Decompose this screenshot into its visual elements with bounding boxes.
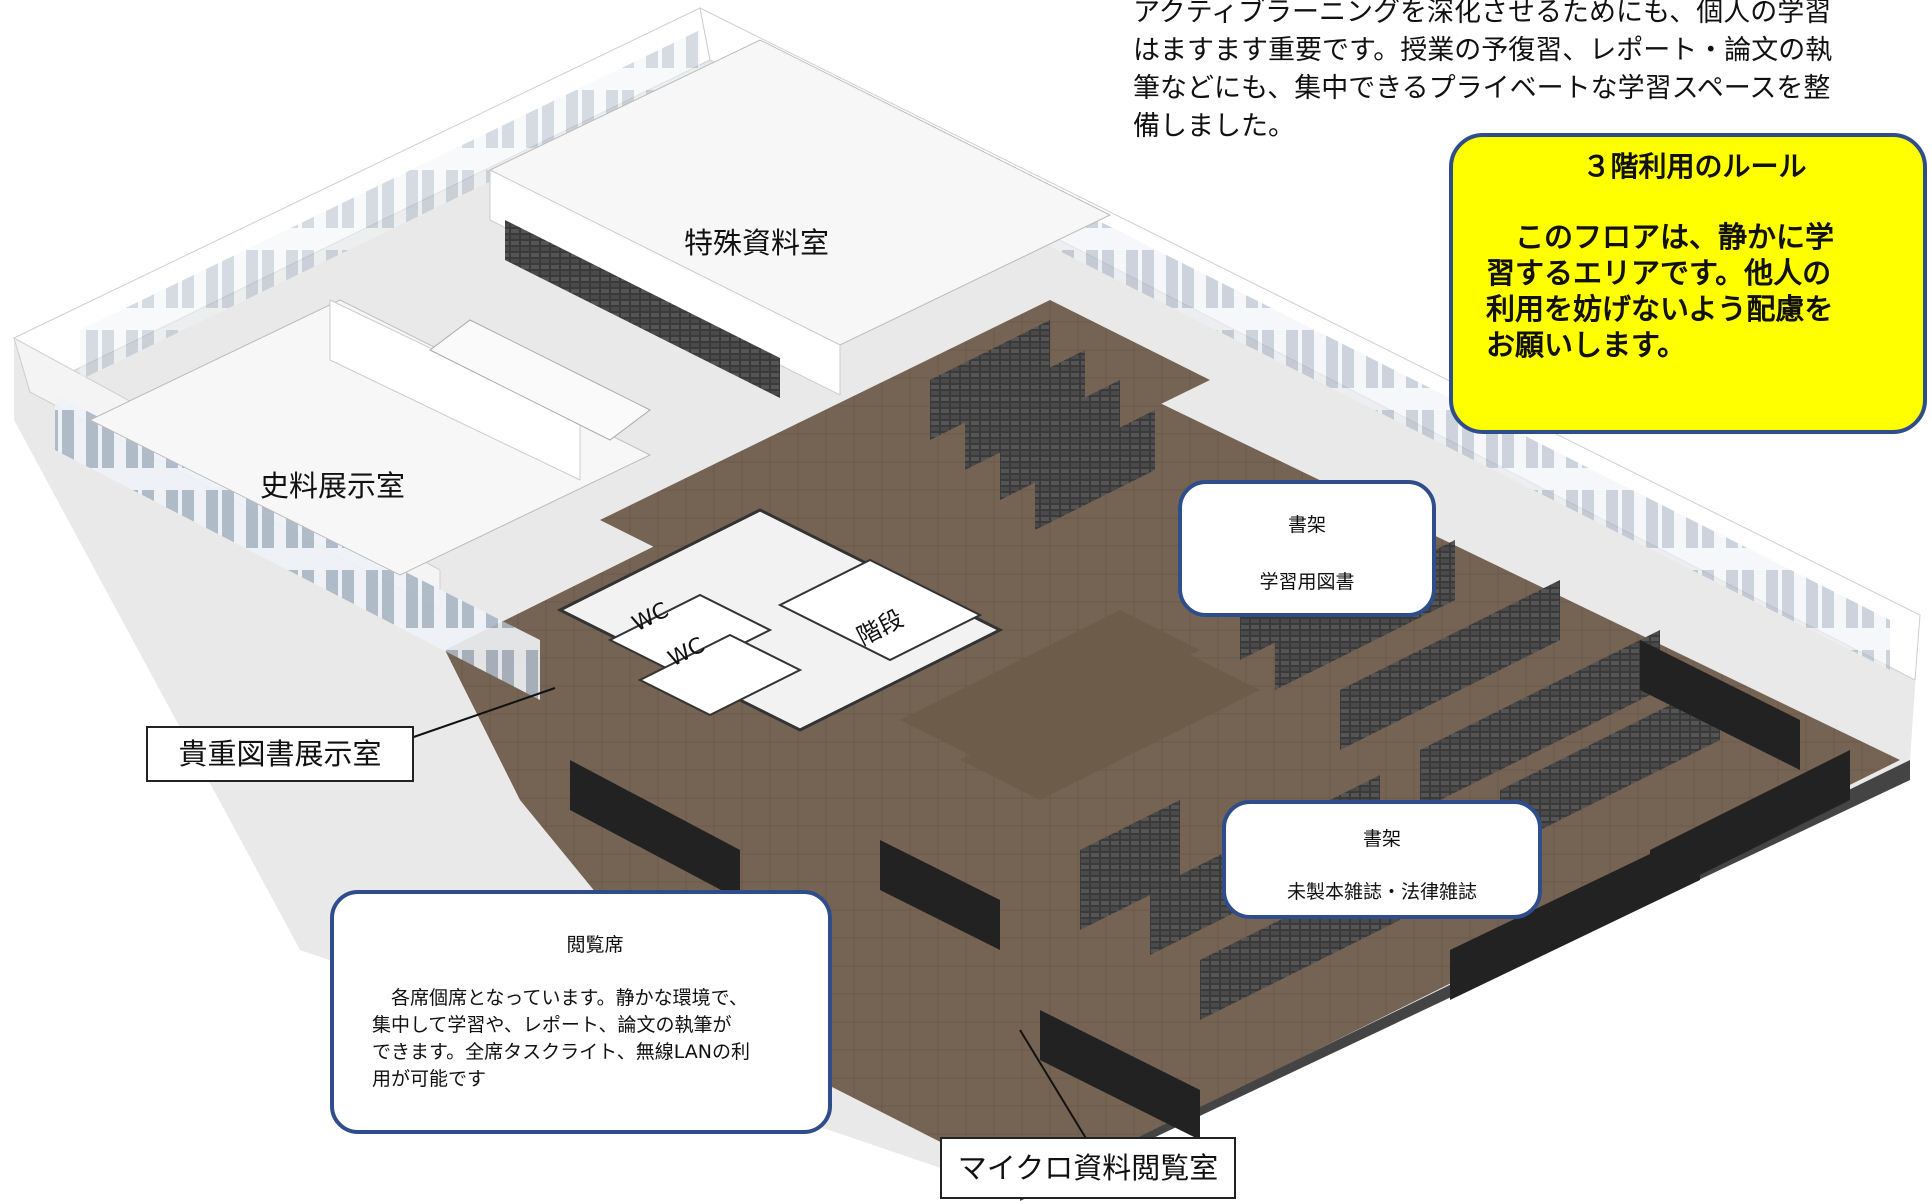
callout-body-line: 各席個席となっています。静かな環境で、 bbox=[372, 987, 748, 1009]
callout-body-line: 集中して学習や、レポート、論文の執筆が bbox=[372, 1014, 732, 1036]
micro-materials-label: マイクロ資料閲覧室 bbox=[940, 1137, 1236, 1199]
intro-line: はますます重要です。授業の予復習、レポート・論文の執 bbox=[1133, 35, 1833, 66]
callout-body-line: 用が可能です bbox=[372, 1068, 487, 1090]
room-label-history-exhibit: 史料展示室 bbox=[260, 469, 406, 503]
callout-title: 閲覧席 bbox=[566, 934, 624, 956]
callout-title: 書架 bbox=[1287, 514, 1326, 536]
callout-subtitle: 未製本雑誌・法律雑誌 bbox=[1286, 881, 1477, 903]
shelf-callout-journals: 書架 未製本雑誌・法律雑誌 bbox=[1222, 800, 1542, 919]
rules-line: 習するエリアです。他人の bbox=[1486, 256, 1832, 290]
rules-line: 利用を妨げないよう配慮を bbox=[1486, 292, 1834, 326]
study-carrels bbox=[570, 610, 1850, 1140]
callout-body: 各席個席となっています。静かな環境で、 集中して学習や、レポート、論文の執筆が … bbox=[372, 985, 818, 1093]
callout-subtitle: 学習用図書 bbox=[1259, 571, 1355, 593]
special-materials-room bbox=[488, 39, 1112, 398]
shelf-callout-study-books: 書架 学習用図書 bbox=[1178, 480, 1436, 617]
intro-text: アクティブラーニングを深化させるためにも、個人の学習 はますます重要です。授業の… bbox=[1133, 0, 1893, 146]
reading-seats-callout: 閲覧席 各席個席となっています。静かな環境で、 集中して学習や、レポート、論文の… bbox=[330, 890, 832, 1134]
callout-title: 書架 bbox=[1362, 828, 1401, 850]
intro-line: 備しました。 bbox=[1133, 111, 1295, 142]
room-label-special-materials: 特殊資料室 bbox=[684, 226, 830, 260]
rules-line: お願いします。 bbox=[1486, 328, 1687, 362]
rare-books-label: 貴重図書展示室 bbox=[146, 726, 414, 782]
rules-title: ３階利用のルール bbox=[1582, 150, 1807, 183]
intro-line: アクティブラーニングを深化させるためにも、個人の学習 bbox=[1133, 0, 1832, 28]
rules-body: このフロアは、静かに学 習するエリアです。他人の 利用を妨げないよう配慮を お願… bbox=[1486, 219, 1903, 363]
core-wc-stairs bbox=[556, 508, 1004, 732]
intro-line: 筆などにも、集中できるプライベートな学習スペースを整 bbox=[1133, 73, 1831, 104]
pointer-lines bbox=[404, 687, 1088, 1141]
rules-line: このフロアは、静かに学 bbox=[1486, 220, 1835, 254]
callout-body-line: できます。全席タスクライト、無線LANの利 bbox=[372, 1041, 750, 1063]
floor-rules-box: ３階利用のルール このフロアは、静かに学 習するエリアです。他人の 利用を妨げな… bbox=[1449, 133, 1927, 434]
history-exhibit-room bbox=[88, 299, 652, 576]
